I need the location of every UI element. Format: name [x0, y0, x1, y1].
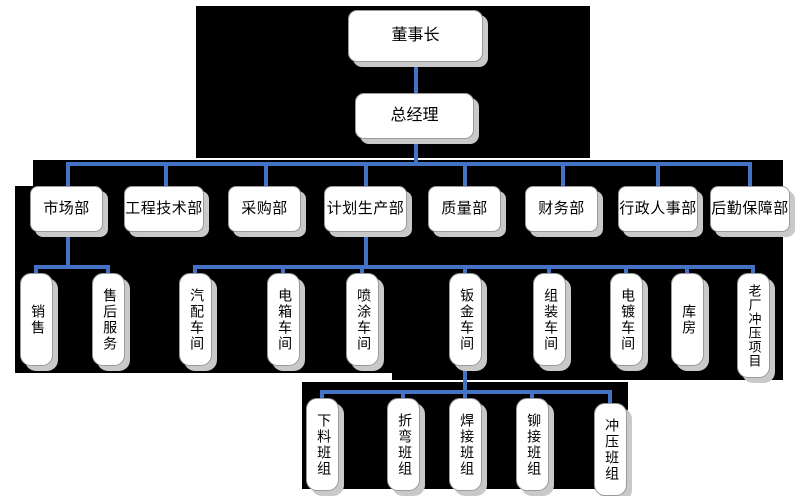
node-dept-finance[interactable]: 财务部 — [525, 186, 598, 232]
connector-drop-market — [66, 162, 70, 186]
node-unit-electric-box-shop[interactable]: 电箱车间 — [267, 273, 300, 366]
connector-gm-down — [414, 139, 418, 162]
connector-drop-admin — [656, 162, 660, 186]
node-unit-assembly-shop[interactable]: 组装车间 — [533, 273, 566, 366]
node-unit-plating-shop[interactable]: 电镀车间 — [610, 273, 643, 366]
node-dept-logistics[interactable]: 后勤保障部 — [710, 186, 790, 232]
connector-drop-welding — [463, 390, 467, 405]
connector-market-down — [66, 232, 70, 267]
node-general-manager[interactable]: 总经理 — [355, 93, 474, 139]
node-unit-sales[interactable]: 销售 — [20, 273, 53, 366]
node-dept-admin-hr[interactable]: 行政人事部 — [618, 186, 698, 232]
connector-drop-finance — [561, 162, 565, 186]
node-dept-quality[interactable]: 质量部 — [428, 186, 501, 232]
node-unit-auto-parts-shop[interactable]: 汽配车间 — [179, 273, 212, 366]
node-team-riveting[interactable]: 铆接班组 — [516, 398, 549, 491]
connector-drop-riveting — [530, 390, 534, 405]
node-unit-after-sales[interactable]: 售后服务 — [92, 273, 125, 366]
node-unit-warehouse[interactable]: 库房 — [671, 273, 704, 366]
node-chairman[interactable]: 董事长 — [348, 10, 483, 62]
connector-sheet-metal-down — [463, 362, 467, 393]
node-unit-sheet-metal-shop[interactable]: 钣金车间 — [449, 273, 482, 366]
node-unit-old-plant-stamping[interactable]: 老厂冲压项目 — [737, 273, 770, 378]
connector-drop-logistics — [748, 162, 752, 186]
connector-planning-down — [364, 232, 368, 267]
node-team-blanking[interactable]: 下料班组 — [306, 398, 339, 491]
connector-drop-purchasing — [264, 162, 268, 186]
connector-drop-stamping — [608, 390, 612, 405]
connector-drop-engineering — [164, 162, 168, 186]
connector-drop-quality — [463, 162, 467, 186]
connector-department-bus — [66, 162, 752, 166]
connector-chairman-to-gm — [414, 62, 418, 94]
connector-market-bus — [34, 265, 110, 269]
node-team-bending[interactable]: 折弯班组 — [387, 398, 420, 491]
connector-drop-planning — [364, 162, 368, 186]
node-dept-market[interactable]: 市场部 — [30, 186, 103, 232]
node-unit-painting-shop[interactable]: 喷涂车间 — [346, 273, 379, 366]
node-team-stamping[interactable]: 冲压班组 — [594, 403, 627, 496]
node-dept-engineering[interactable]: 工程技术部 — [124, 186, 204, 232]
node-dept-planning-production[interactable]: 计划生产部 — [324, 186, 407, 232]
node-dept-purchasing[interactable]: 采购部 — [228, 186, 301, 232]
connector-drop-bending — [401, 390, 405, 405]
connector-workshop-bus — [193, 265, 755, 269]
node-team-welding[interactable]: 焊接班组 — [449, 398, 482, 491]
connector-drop-blanking — [320, 390, 324, 405]
